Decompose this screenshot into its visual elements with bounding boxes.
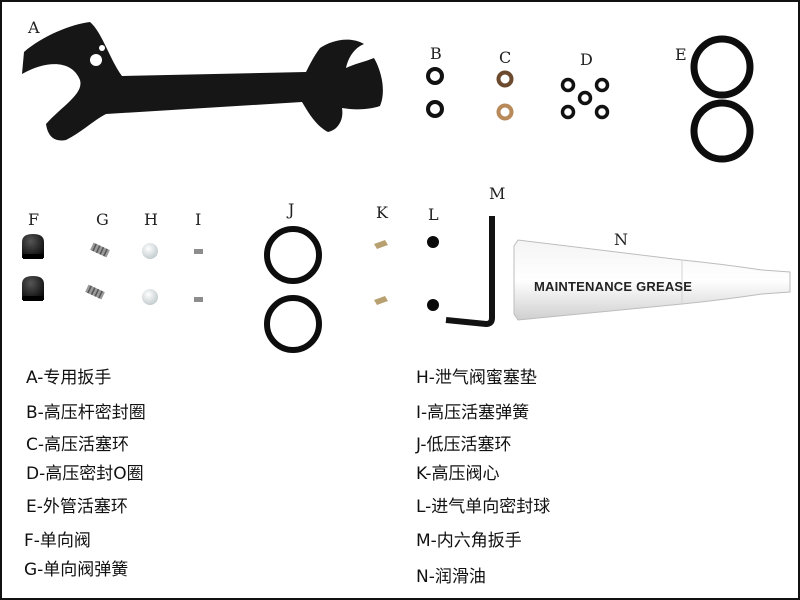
j-piston-rings-icon	[264, 226, 322, 353]
m-hex-key-icon	[445, 216, 495, 327]
part-letter-b: B	[430, 44, 442, 63]
part-letter-g: G	[96, 210, 109, 229]
legend-item-m: M-内六角扳手	[416, 531, 522, 551]
f-check-valves-icon	[22, 234, 44, 301]
legend-item-h: H-泄气阀蜜塞垫	[416, 368, 537, 388]
d-o-rings-icon	[560, 77, 610, 120]
part-letter-e: E	[675, 45, 687, 64]
legend-item-e: E-外管活塞环	[26, 497, 128, 517]
special-wrench-icon	[22, 22, 383, 141]
b-seal-rings-icon	[426, 67, 444, 118]
k-valve-cores-icon	[374, 240, 388, 305]
part-letter-k: K	[376, 203, 388, 222]
c-piston-rings-icon	[496, 70, 514, 121]
part-letter-n: N	[614, 230, 628, 249]
legend-item-g: G-单向阀弹簧	[24, 560, 129, 580]
legend-item-i: I-高压活塞弹簧	[416, 403, 530, 423]
part-letter-c: C	[499, 48, 512, 67]
part-letter-l: L	[428, 205, 439, 224]
part-letter-d: D	[580, 50, 593, 69]
l-seal-balls-icon	[427, 236, 439, 311]
legend-item-c: C-高压活塞环	[26, 435, 130, 455]
part-letter-h: H	[144, 210, 158, 229]
legend-item-f: F-单向阀	[24, 531, 91, 551]
h-valve-balls-icon	[142, 243, 158, 305]
i-springs-icon	[194, 249, 203, 302]
part-letter-f: F	[28, 210, 40, 229]
legend-item-j: J-低压活塞环	[416, 435, 512, 455]
part-letter-m: M	[489, 184, 506, 203]
grease-tube-label: MAINTENANCE GREASE	[534, 279, 693, 294]
legend-item-n: N-润滑油	[416, 567, 486, 587]
part-letter-i: I	[195, 210, 202, 229]
legend-item-l: L-进气单向密封球	[416, 497, 551, 517]
part-letter-a: A	[28, 18, 40, 37]
g-springs-icon	[85, 242, 110, 300]
part-letter-j: J	[288, 200, 295, 219]
e-piston-rings-icon	[690, 35, 754, 163]
legend-item-k: K-高压阀心	[416, 464, 500, 484]
legend-item-b: B-高压杆密封圈	[26, 403, 146, 423]
legend-item-a: A-专用扳手	[26, 368, 112, 388]
legend-item-d: D-高压密封O圈	[26, 464, 144, 484]
n-grease-tube-icon	[513, 239, 791, 321]
